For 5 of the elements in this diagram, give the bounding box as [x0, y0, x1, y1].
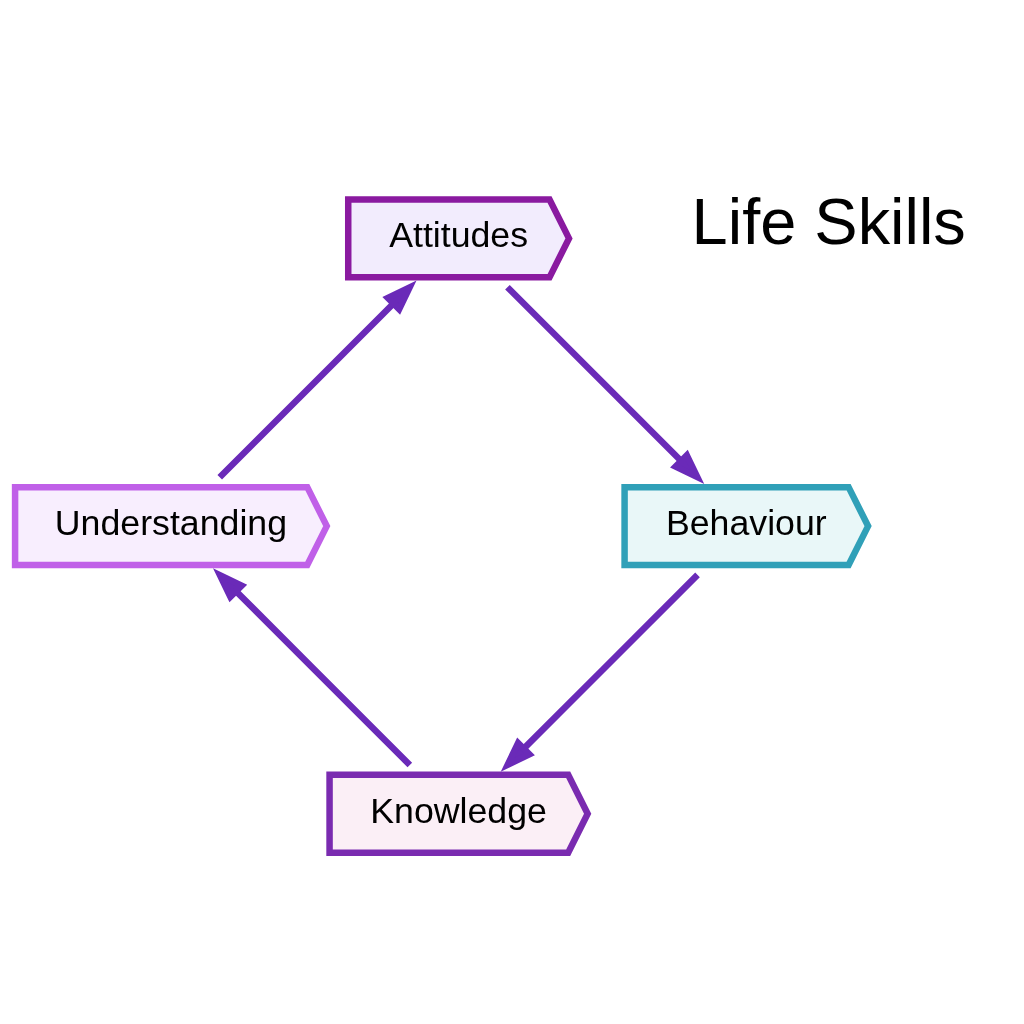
arrow [217, 280, 417, 480]
label: Life Skills [691, 184, 966, 258]
arrow [500, 572, 700, 772]
arrow [505, 284, 705, 484]
arrow [213, 567, 413, 767]
